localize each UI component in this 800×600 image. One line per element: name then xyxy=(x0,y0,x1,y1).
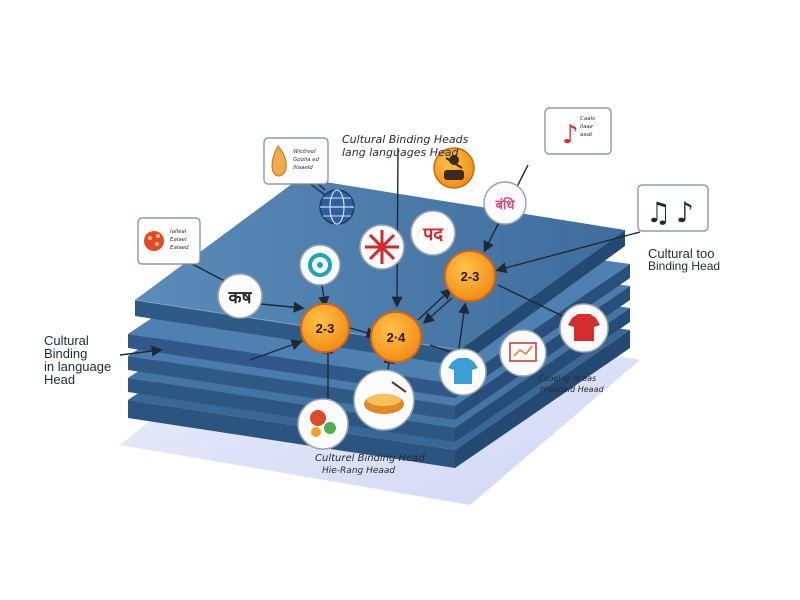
label-top-center-line: Cultural Binding Heads xyxy=(342,133,469,146)
callout-card-top-right: ♪ Caals llaaz aaat xyxy=(544,107,612,155)
label-top-center-line: lang languages Head xyxy=(342,146,459,159)
callout-text: Caals xyxy=(580,116,595,122)
cycle-icon[interactable] xyxy=(299,244,341,286)
globe-icon[interactable] xyxy=(319,189,355,225)
label-bottom-left-line: Hie-Rang Heaad xyxy=(322,466,395,476)
label-bottom-right-line: Hieeoeid Heaad xyxy=(540,385,604,394)
callout-card-top-left: Wictreol Goolia ed lllaaeld xyxy=(263,137,329,196)
music-note-icon: ♪ xyxy=(676,196,694,229)
callout-text: Wictreol xyxy=(293,149,316,155)
glyph-icon-bandhi[interactable]: बंधि xyxy=(483,181,527,225)
callout-text: Ealaed xyxy=(170,245,189,251)
label-left: Cultural Binding in language Head xyxy=(44,333,111,387)
glyph-icon-pad[interactable]: पद xyxy=(410,210,456,256)
drummer-icon[interactable] xyxy=(433,147,475,189)
music-note-icon: ♪ xyxy=(562,120,579,150)
callout-text: Ealael xyxy=(170,237,187,243)
flag-icon[interactable] xyxy=(359,224,405,270)
label-left-line: Head xyxy=(44,372,75,387)
label-left-line: Binding xyxy=(44,346,87,361)
node-2-3-right-label: 2-3 xyxy=(461,269,480,284)
node-2-4-center[interactable]: 2·4 xyxy=(370,311,422,363)
food-plate-icon[interactable] xyxy=(297,398,349,450)
node-2-3-left-label: 2-3 xyxy=(316,321,335,336)
label-bottom-right-line: Cooel ig Hreas xyxy=(538,374,596,383)
callout-card-music-right: ♫ ♪ xyxy=(637,184,709,232)
label-left-line: Cultural xyxy=(44,333,89,348)
glyph-bandhi-text: बंधि xyxy=(495,197,516,213)
node-2-3-right[interactable]: 2-3 xyxy=(444,250,496,302)
glyph-ka-text: कष xyxy=(228,288,253,308)
node-2-4-center-label: 2·4 xyxy=(387,330,407,345)
label-top-center: Cultural Binding Heads lang languages He… xyxy=(342,133,469,159)
label-right-line: Cultural too xyxy=(648,246,714,261)
label-bottom-right: Cooel ig Hreas Hieeoeid Heaad xyxy=(538,374,604,394)
callout-text: aaat xyxy=(580,132,593,138)
presentation-icon[interactable] xyxy=(499,329,547,377)
glyph-icon-ka[interactable]: कष xyxy=(217,273,263,319)
glyph-pad-text: पद xyxy=(422,224,444,245)
label-left-line: in language xyxy=(44,359,111,374)
callout-text: lllaaeld xyxy=(293,165,313,171)
callout-text: Goolia ed xyxy=(293,157,320,163)
node-2-3-left[interactable]: 2-3 xyxy=(300,303,350,353)
label-right: Cultural too Binding Head xyxy=(648,246,720,273)
label-bottom-left: Culturel Binding Head Hie-Rang Heaad xyxy=(315,453,425,476)
music-notes-icon: ♫ xyxy=(646,196,671,229)
label-bottom-left-line: Culturel Binding Head xyxy=(315,453,425,464)
tshirt-blue-icon[interactable] xyxy=(439,348,487,396)
tshirt-red-icon[interactable] xyxy=(559,303,609,353)
callout-text: Ialleal xyxy=(170,229,187,235)
callout-text: llaaz xyxy=(580,124,593,130)
label-right-line: Binding Head xyxy=(648,259,720,273)
food-bowl-icon[interactable] xyxy=(353,369,415,431)
callout-card-left: Ialleal Ealael Ealaed xyxy=(137,217,201,265)
